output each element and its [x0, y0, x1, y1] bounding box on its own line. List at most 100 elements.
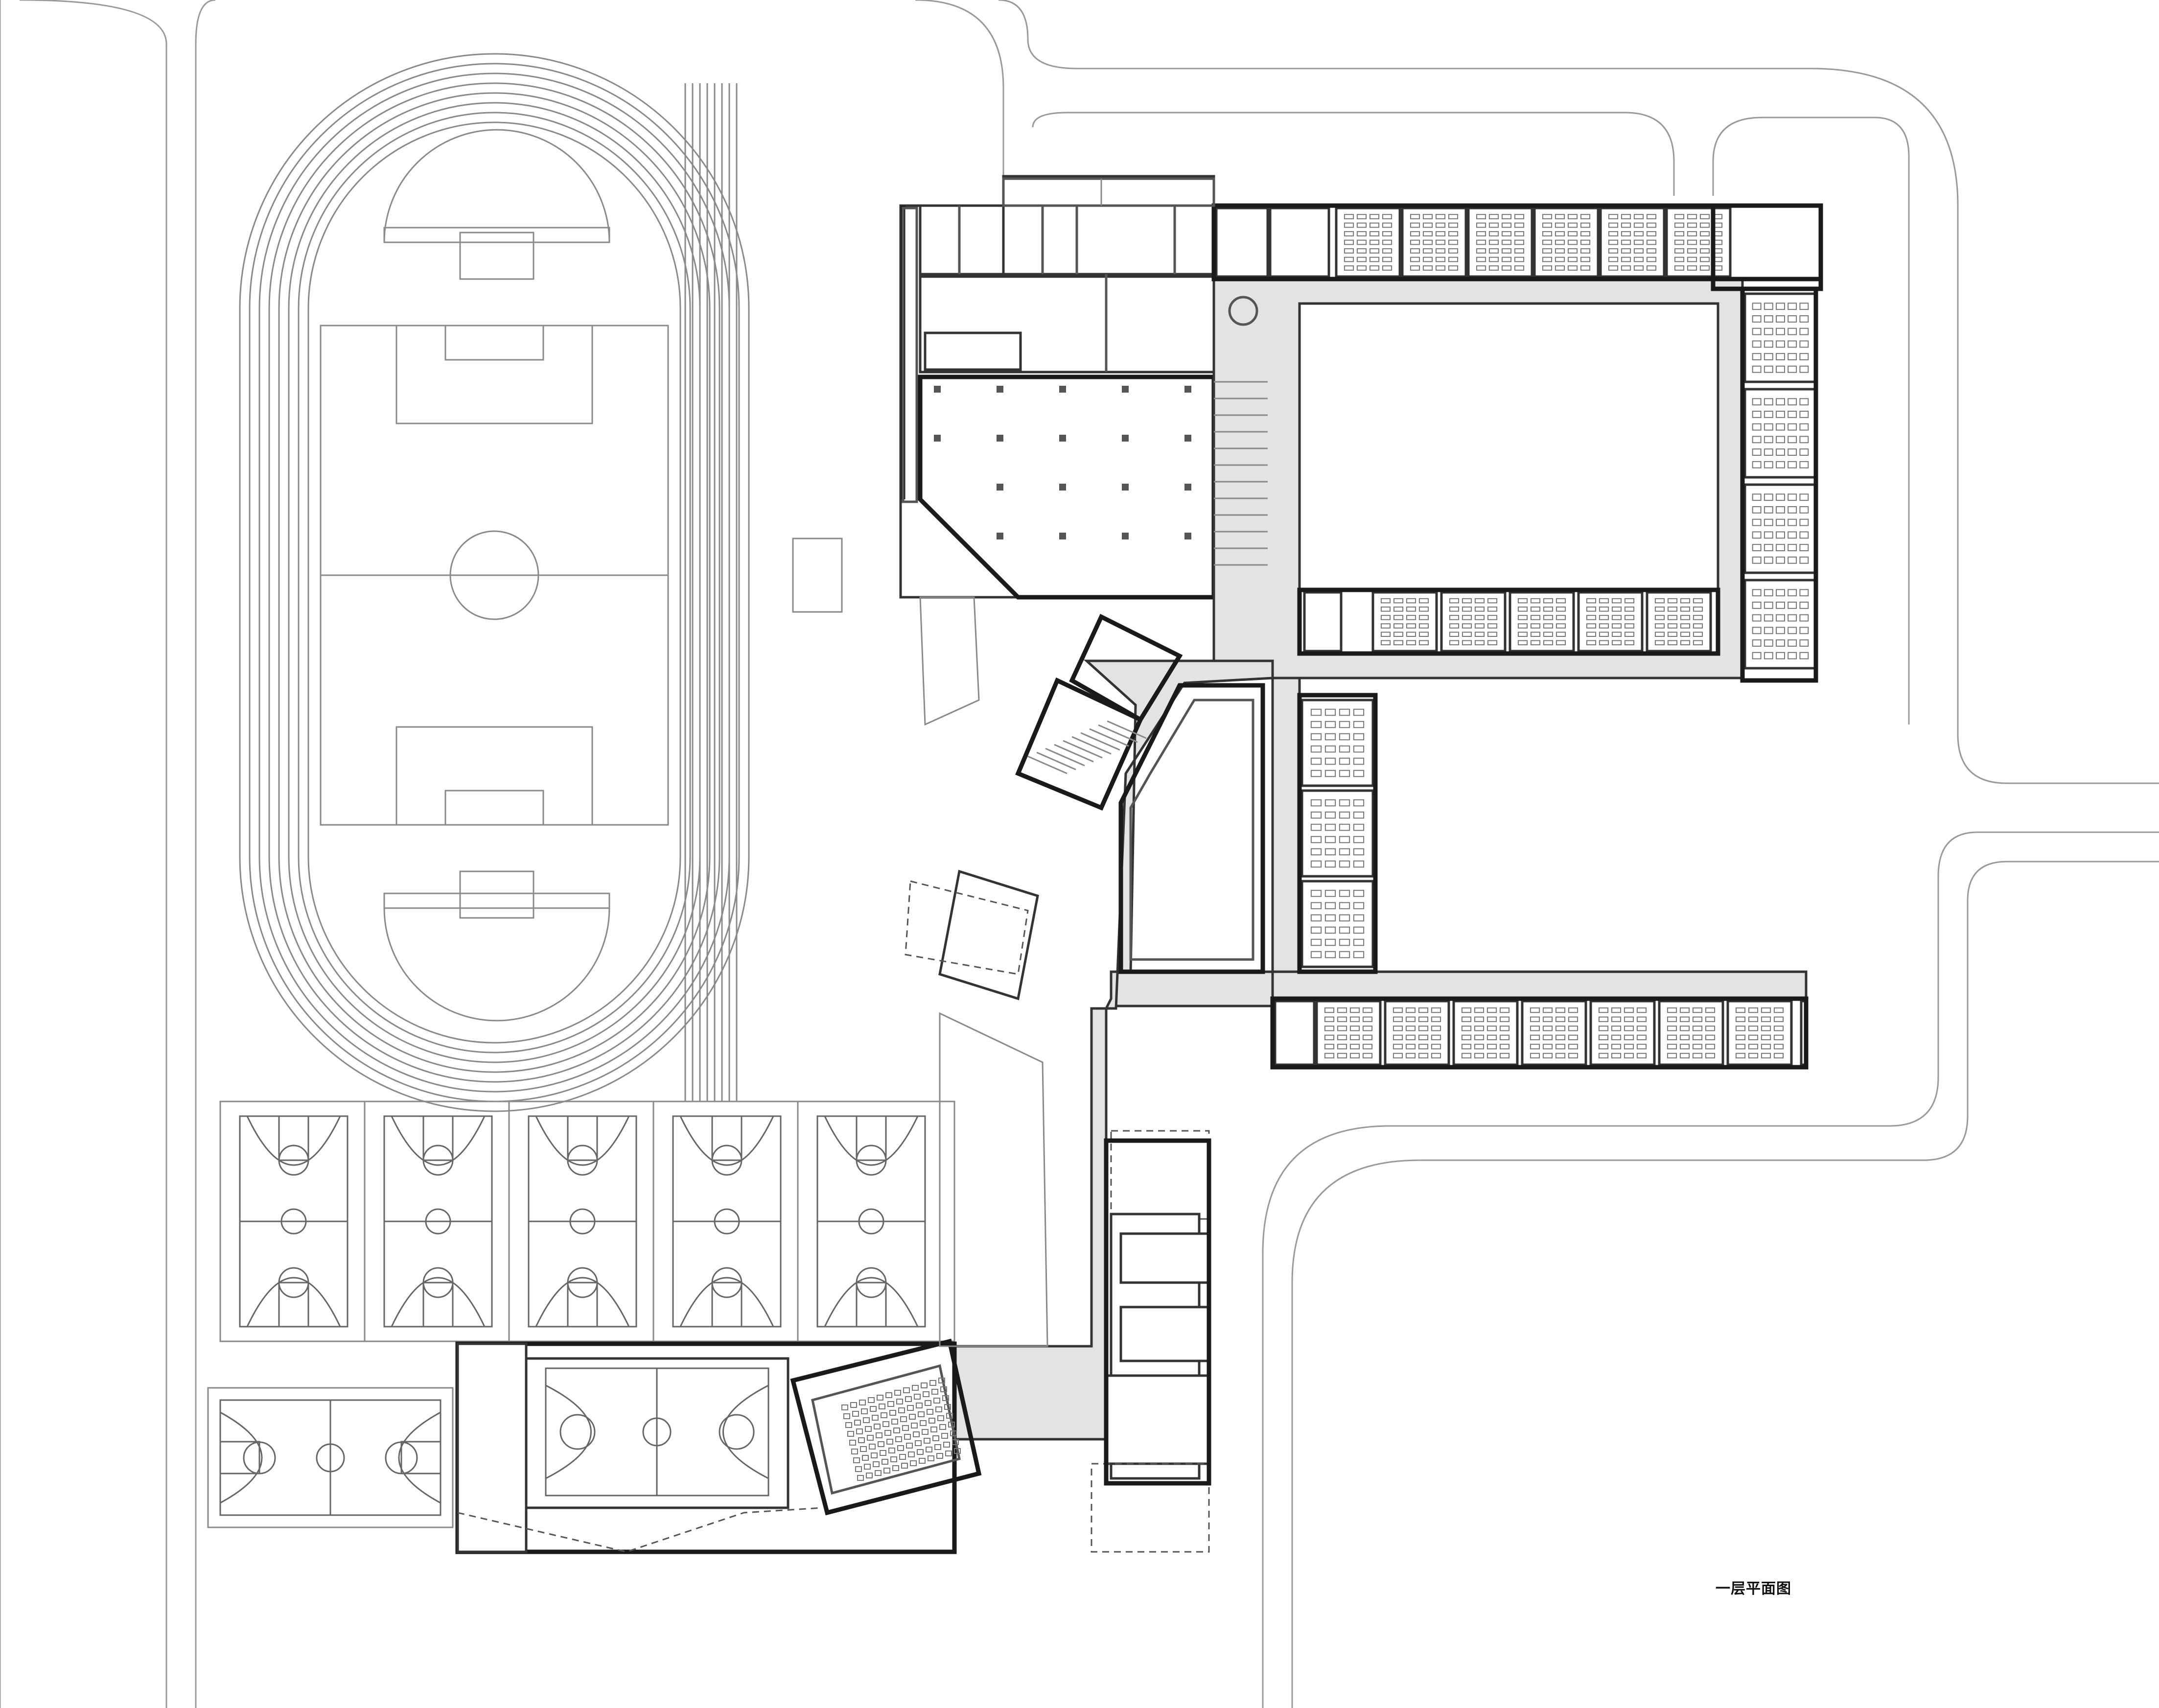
desk — [1598, 1026, 1609, 1031]
desk — [1530, 623, 1541, 629]
desk — [1699, 231, 1710, 236]
desk — [1542, 239, 1553, 245]
desk — [1382, 231, 1393, 236]
structural-column — [997, 435, 1003, 442]
desk — [1349, 1026, 1360, 1031]
court-three-point-arc — [246, 1277, 341, 1327]
desk — [1679, 1044, 1690, 1050]
desk — [1788, 398, 1797, 406]
desk — [1369, 214, 1380, 219]
auditorium-seat — [933, 1398, 940, 1404]
stair-room — [1303, 591, 1343, 653]
desk — [1687, 231, 1697, 236]
desk — [1410, 222, 1420, 228]
desk — [1499, 1007, 1510, 1013]
desk — [1788, 303, 1797, 310]
auditorium-seat — [841, 1404, 848, 1410]
court-three-point-arc — [391, 1277, 486, 1327]
desk — [1580, 231, 1591, 236]
desk — [1410, 239, 1420, 245]
desk — [1799, 423, 1809, 431]
desk — [1636, 1016, 1647, 1022]
desk — [1705, 1044, 1716, 1050]
desk — [1611, 598, 1622, 604]
desk — [1324, 1044, 1335, 1050]
desk — [1752, 506, 1762, 514]
classrooms-south-wing — [1274, 1000, 1808, 1066]
desk — [1543, 623, 1554, 629]
desk — [1776, 353, 1785, 361]
desk — [1393, 1053, 1403, 1059]
desk — [1788, 365, 1797, 373]
desk — [1324, 889, 1336, 897]
desk — [1431, 1026, 1441, 1031]
desk — [1776, 544, 1785, 551]
desk — [1654, 632, 1665, 637]
auditorium-seat — [942, 1395, 949, 1401]
desk — [1514, 231, 1525, 236]
auditorium-seat — [896, 1399, 903, 1404]
desk — [1406, 615, 1416, 620]
desk — [1761, 1016, 1771, 1022]
auditorium-seat — [925, 1400, 931, 1406]
desk — [1462, 598, 1472, 604]
desk — [1555, 1016, 1566, 1022]
structural-column — [1184, 533, 1191, 539]
desk — [1633, 239, 1644, 245]
desk — [1356, 231, 1367, 236]
auditorium-seat — [923, 1391, 929, 1397]
classroom — [1440, 591, 1507, 653]
court-key — [856, 1115, 887, 1161]
desk — [1353, 733, 1365, 741]
desk — [1382, 257, 1393, 262]
desk — [1752, 303, 1762, 310]
auditorium-seat — [853, 1457, 860, 1463]
desk — [1555, 257, 1565, 262]
desk — [1621, 257, 1631, 262]
desk — [1405, 1044, 1416, 1050]
desk — [1356, 265, 1367, 271]
desk — [1339, 811, 1350, 819]
desk — [1748, 1026, 1759, 1031]
desk — [1486, 1044, 1497, 1050]
plan-title: 一层平面图 — [1716, 1580, 1791, 1597]
desk — [1542, 1053, 1553, 1059]
desk — [1324, 938, 1336, 946]
desk — [1776, 448, 1785, 456]
desk — [1422, 248, 1433, 254]
desk — [1369, 222, 1380, 228]
auditorium-seat — [879, 1404, 885, 1409]
desk — [1514, 257, 1525, 262]
desk — [1542, 1034, 1553, 1040]
auditorium-seating — [841, 1378, 961, 1481]
court-three-point-arc — [824, 1277, 919, 1327]
desk — [1705, 1053, 1716, 1059]
desk — [1514, 248, 1525, 254]
desk — [1776, 365, 1785, 373]
desk — [1761, 1007, 1771, 1013]
desk — [1776, 411, 1785, 418]
desk — [1324, 708, 1336, 716]
desk — [1310, 733, 1322, 741]
structural-column — [1184, 484, 1191, 491]
desk — [1486, 1034, 1497, 1040]
desk — [1435, 239, 1446, 245]
desk — [1418, 598, 1429, 604]
desk — [1667, 1026, 1677, 1031]
desk — [1344, 222, 1354, 228]
desk — [1530, 1044, 1540, 1050]
desk — [1530, 1007, 1540, 1013]
desk — [1776, 518, 1785, 526]
desk — [1488, 239, 1499, 245]
auditorium-seat — [864, 1464, 871, 1470]
desk — [1476, 257, 1486, 262]
desk — [1474, 1044, 1485, 1050]
desk — [1349, 1044, 1360, 1050]
desk — [1752, 423, 1762, 431]
desk — [1788, 652, 1797, 659]
desk — [1608, 231, 1619, 236]
desk — [1310, 770, 1322, 777]
desk — [1788, 602, 1797, 609]
stair-tread — [1098, 724, 1138, 743]
